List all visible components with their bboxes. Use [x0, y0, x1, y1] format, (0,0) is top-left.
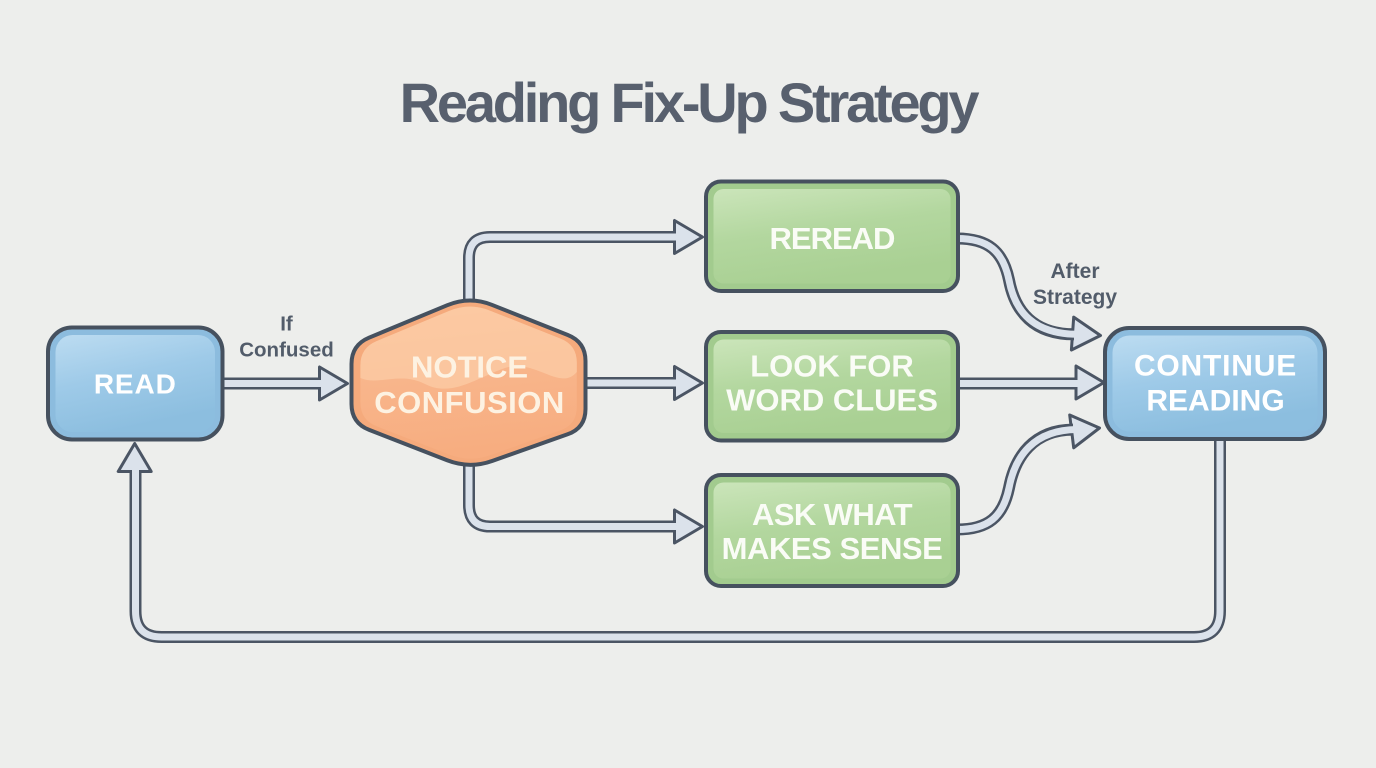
svg-text:MAKES SENSE: MAKES SENSE [722, 531, 943, 566]
svg-text:NOTICE: NOTICE [411, 350, 528, 385]
svg-text:LOOK FOR: LOOK FOR [750, 349, 914, 384]
svg-text:REREAD: REREAD [770, 221, 896, 256]
svg-text:After: After [1050, 260, 1099, 283]
svg-text:CONFUSION: CONFUSION [374, 385, 565, 420]
svg-text:Reading Fix-Up Strategy: Reading Fix-Up Strategy [400, 71, 980, 134]
svg-text:ASK WHAT: ASK WHAT [752, 497, 913, 532]
svg-text:READ: READ [94, 369, 177, 400]
svg-text:If: If [280, 313, 293, 336]
svg-text:CONTINUE: CONTINUE [1134, 350, 1297, 383]
svg-text:WORD CLUES: WORD CLUES [726, 383, 938, 418]
svg-text:Strategy: Strategy [1033, 286, 1117, 309]
svg-text:Confused: Confused [239, 338, 334, 361]
svg-text:READING: READING [1146, 385, 1284, 418]
